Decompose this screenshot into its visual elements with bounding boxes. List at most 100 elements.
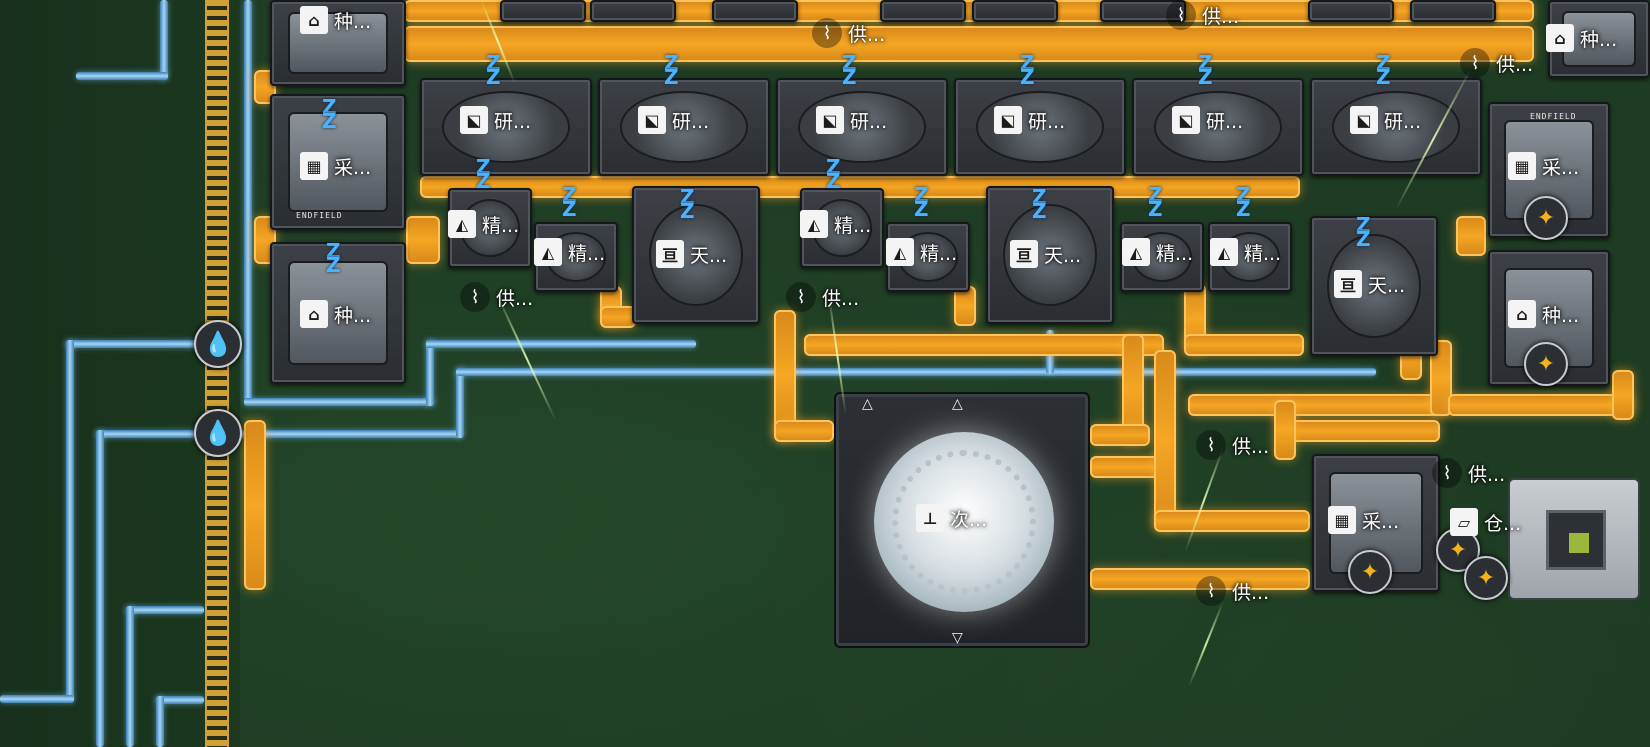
power-pylon-icon: ⌇ [1196,430,1226,460]
power-pylon[interactable]: ⌇供... [1196,576,1269,606]
harvester-icon: ▦ [1328,506,1356,534]
grinder-building[interactable] [1132,78,1304,176]
planter-label[interactable]: ⌂种... [1546,24,1617,52]
grinder-label[interactable]: ⬕研... [994,106,1065,134]
depot-icon: ▱ [1450,508,1478,536]
sky-furnace-label[interactable]: 亘天... [1010,240,1081,268]
building-partial[interactable] [1100,0,1186,22]
power-pylon[interactable]: ⌇供... [1460,48,1533,78]
worker-drone-icon: ✦ [1360,559,1380,585]
harvester-label[interactable]: ▦采... [1508,152,1579,180]
grinder-label[interactable]: ⬕研... [638,106,709,134]
power-pylon[interactable]: ⌇供... [812,18,885,48]
water-pipe [126,606,134,747]
triangle-marker-icon: △ [862,396,873,412]
sky-furnace-building[interactable] [986,186,1114,324]
core-label[interactable]: ⊥次... [916,504,987,532]
harvester-label[interactable]: ▦采... [1328,506,1399,534]
building-partial[interactable] [880,0,966,22]
grinder-label[interactable]: ⬕研... [460,106,531,134]
power-beam [1188,602,1224,687]
planter-building[interactable] [270,242,406,384]
sky-furnace-label[interactable]: 亘天... [1334,270,1405,298]
brand-tag: ENDFIELD [1530,112,1577,121]
grinder-icon: ⬕ [1350,106,1378,134]
power-pylon[interactable]: ⌇供... [786,282,859,312]
grinder-label[interactable]: ⬕研... [1172,106,1243,134]
power-beam [496,294,557,422]
power-pylon[interactable]: ⌇供... [1432,458,1505,488]
conveyor-belt [406,216,440,264]
core-ring [892,450,1036,594]
water-node[interactable]: 💧 [194,320,242,368]
conveyor-belt [1154,350,1176,530]
building-partial[interactable] [972,0,1058,22]
harvester-label[interactable]: ▦采... [300,152,371,180]
worker-drone[interactable]: ✦ [1524,196,1568,240]
ground-shadow [0,0,240,747]
planter-label[interactable]: ⌂种... [1508,300,1579,328]
refiner-label[interactable]: ◭精... [800,210,871,238]
power-pylon[interactable]: ⌇供... [460,282,533,312]
conveyor-belt [600,306,636,328]
water-pipe [160,0,168,80]
grinder-icon: ⬕ [638,106,666,134]
building-partial[interactable] [1410,0,1496,22]
conveyor-belt [1090,568,1310,590]
planter-label[interactable]: ⌂种... [300,300,371,328]
grinder-building[interactable] [598,78,770,176]
core-hub[interactable] [834,392,1090,648]
harvester-building[interactable] [270,94,406,230]
building-partial[interactable] [500,0,586,22]
refiner-icon: ◭ [886,238,914,266]
conveyor-belt [804,334,1164,356]
water-pipe [244,398,434,406]
grinder-building[interactable] [1310,78,1482,176]
refiner-icon: ◭ [448,210,476,238]
refiner-label[interactable]: ◭精... [1122,238,1193,266]
core-tower-icon: ⊥ [916,504,944,532]
building-partial[interactable] [712,0,798,22]
sky-furnace-icon: 亘 [1334,270,1362,298]
power-pylon[interactable]: ⌇供... [1196,430,1269,460]
sky-furnace-icon: 亘 [1010,240,1038,268]
planter-icon: ⌂ [300,6,328,34]
refiner-label[interactable]: ◭精... [886,238,957,266]
refiner-icon: ◭ [1122,238,1150,266]
conveyor-belt [1456,216,1486,256]
refiner-label[interactable]: ◭精... [1210,238,1281,266]
refiner-label[interactable]: ◭精... [534,238,605,266]
building-partial[interactable] [590,0,676,22]
harvester-icon: ▦ [1508,152,1536,180]
grinder-label[interactable]: ⬕研... [1350,106,1421,134]
grinder-icon: ⬕ [460,106,488,134]
grinder-building[interactable] [776,78,948,176]
worker-drone[interactable]: ✦ [1524,342,1568,386]
refiner-building[interactable] [1208,222,1292,292]
building-partial[interactable] [1308,0,1394,22]
conveyor-belt [1154,510,1310,532]
grinder-label[interactable]: ⬕研... [816,106,887,134]
conveyor-belt [1090,456,1160,478]
worker-drone[interactable]: ✦ [1348,550,1392,594]
water-pipe [456,368,464,438]
sky-furnace-label[interactable]: 亘天... [656,240,727,268]
depot-label[interactable]: ▱仓... [1450,508,1521,536]
sky-furnace-icon: 亘 [656,240,684,268]
power-pylon[interactable]: ⌇供... [1166,0,1239,30]
grinder-icon: ⬕ [1172,106,1200,134]
water-drop-icon: 💧 [203,419,233,447]
worker-drone[interactable]: ✦ [1464,556,1508,600]
planter-label[interactable]: ⌂种... [300,6,371,34]
worker-drone-icon: ✦ [1536,351,1556,377]
depot-building[interactable] [1508,478,1640,600]
water-node[interactable]: 💧 [194,409,242,457]
refiner-label[interactable]: ◭精... [448,210,519,238]
